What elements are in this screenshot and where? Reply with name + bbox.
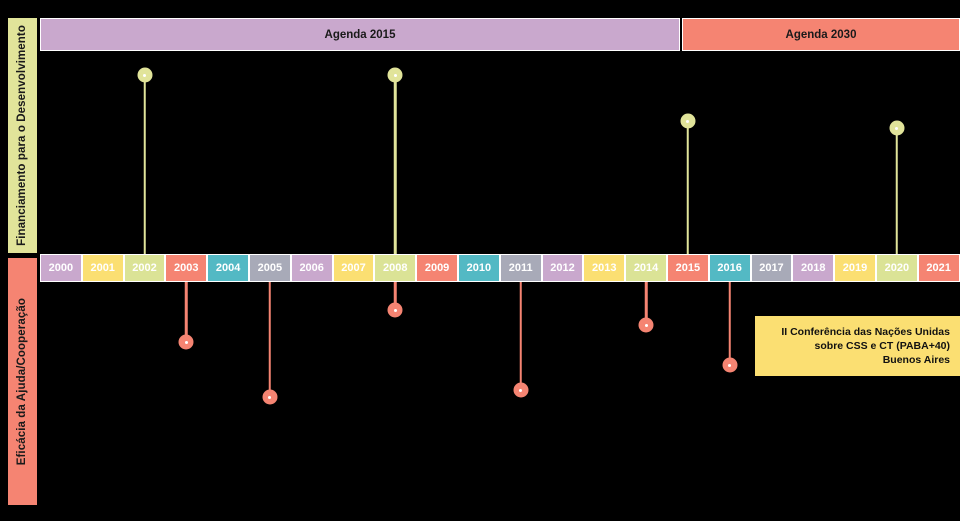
year-cell-2012[interactable]: 2012 [541, 254, 584, 282]
callout-paba40: II Conferência das Nações Unidas sobre C… [755, 316, 960, 376]
marker-dot[interactable] [137, 67, 152, 83]
callout-line-2: sobre CSS e CT (PABA+40) [814, 339, 950, 352]
marker-stem [644, 282, 648, 325]
marker-dot[interactable] [387, 67, 403, 83]
year-cell-2013[interactable]: 2013 [583, 254, 626, 282]
year-cell-2000[interactable]: 2000 [40, 254, 82, 282]
category-band-effectiveness: Eficácia da Ajuda/Cooperação [8, 258, 37, 505]
year-cell-2003[interactable]: 2003 [165, 254, 208, 282]
year-cell-2007[interactable]: 2007 [332, 254, 375, 282]
year-cell-2002[interactable]: 2002 [123, 254, 166, 282]
year-cell-2001[interactable]: 2001 [81, 254, 124, 282]
marker-stem [519, 282, 522, 390]
agenda-label-2015: Agenda 2015 [324, 28, 396, 41]
year-cell-2021[interactable]: 2021 [917, 254, 960, 282]
agenda-bar-2015: Agenda 2015 [40, 18, 680, 51]
marker-dot[interactable] [889, 120, 905, 136]
year-cell-2006[interactable]: 2006 [290, 254, 333, 282]
category-band-financing: Financiamento para o Desenvolvimento [8, 18, 37, 253]
year-cell-2018[interactable]: 2018 [792, 254, 835, 282]
category-label-financing: Financiamento para o Desenvolvimento [15, 25, 28, 246]
year-cell-2015[interactable]: 2015 [666, 254, 709, 282]
year-cell-2009[interactable]: 2009 [416, 254, 458, 282]
agenda-bar-2030: Agenda 2030 [682, 18, 960, 51]
marker-dot[interactable] [680, 113, 696, 129]
marker-stem [686, 121, 690, 254]
marker-stem [394, 282, 397, 310]
marker-dot[interactable] [638, 317, 654, 333]
year-cell-2019[interactable]: 2019 [834, 254, 876, 282]
year-cell-2016[interactable]: 2016 [708, 254, 751, 282]
year-cell-2005[interactable]: 2005 [248, 254, 291, 282]
category-label-effectiveness: Eficácia da Ajuda/Cooperação [15, 297, 28, 466]
agenda-label-2030: Agenda 2030 [785, 28, 857, 41]
year-cell-2011[interactable]: 2011 [499, 254, 542, 282]
year-cell-2004[interactable]: 2004 [207, 254, 249, 282]
year-cell-2020[interactable]: 2020 [875, 254, 918, 282]
callout-line-3: Buenos Aires [882, 354, 950, 367]
marker-dot[interactable] [722, 357, 738, 373]
marker-dot[interactable] [513, 382, 529, 398]
marker-dot[interactable] [262, 389, 278, 405]
marker-dot[interactable] [178, 334, 194, 350]
marker-stem [268, 282, 272, 397]
marker-stem [728, 282, 731, 365]
year-cell-2014[interactable]: 2014 [625, 254, 667, 282]
marker-stem [895, 128, 899, 254]
marker-stem [185, 282, 188, 342]
marker-stem [394, 75, 397, 254]
year-cell-2010[interactable]: 2010 [457, 254, 500, 282]
year-cell-2017[interactable]: 2017 [750, 254, 793, 282]
marker-dot[interactable] [387, 302, 403, 318]
callout-line-1: II Conferência das Nações Unidas [781, 325, 950, 338]
marker-stem [143, 75, 146, 254]
year-cell-2008[interactable]: 2008 [374, 254, 417, 282]
